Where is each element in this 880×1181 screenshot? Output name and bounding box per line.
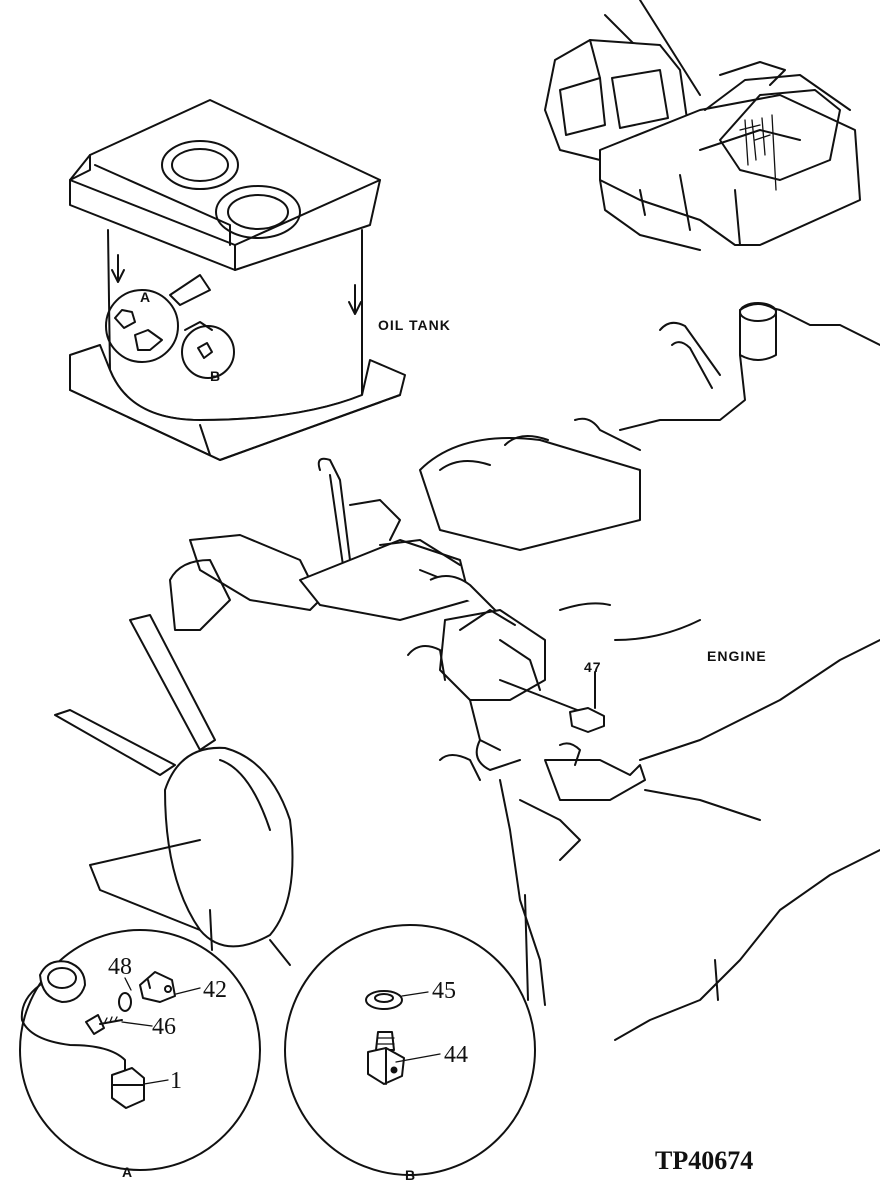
engine-illustration: ENGINE 47: [54, 302, 880, 1041]
engine-label: ENGINE: [707, 648, 767, 664]
detail-b-callout-circle: [181, 325, 235, 379]
detail-a-label: A: [122, 1164, 132, 1180]
excavator-illustration: [544, 0, 861, 251]
detail-a: 48 42 46 1 A: [19, 929, 261, 1180]
detail-b-label: B: [405, 1167, 415, 1181]
o-ring-part-48: [118, 992, 132, 1012]
drawing-number: TP40674: [655, 1146, 753, 1175]
oil-tank-illustration: A B OIL TANK: [69, 99, 451, 461]
connector-part-1: [111, 1067, 145, 1109]
callout-label-a: A: [140, 289, 150, 305]
sensor-body-part-44: [375, 1031, 395, 1051]
plug-part-45: [365, 990, 403, 1010]
detail-b-circle: [284, 924, 536, 1176]
detail-a-callout-circle: [105, 289, 179, 363]
part-number-45: 45: [432, 978, 456, 1004]
oil-tank-label: OIL TANK: [378, 317, 451, 333]
part-number-47: 47: [584, 659, 602, 675]
part-number-44: 44: [444, 1042, 468, 1068]
part-number-48: 48: [108, 954, 132, 980]
part-number-42: 42: [203, 977, 227, 1003]
bolt-head-part-46: [85, 1014, 105, 1035]
part-number-1: 1: [170, 1068, 182, 1094]
detail-b: 45 44 B: [284, 924, 536, 1181]
callout-label-b: B: [210, 368, 220, 384]
sensor-wire: [20, 984, 126, 1073]
detail-a-circle: [19, 929, 261, 1171]
part-number-46: 46: [152, 1014, 176, 1040]
